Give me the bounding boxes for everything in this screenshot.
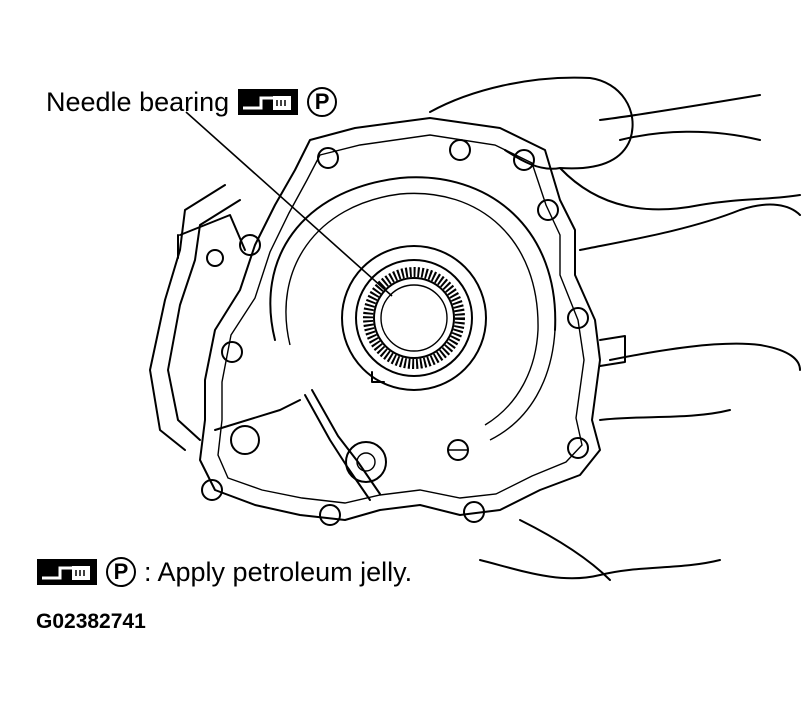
callout-label: Needle bearing [46,86,230,117]
petroleum-jelly-icon: P [307,87,338,117]
bolt-holes [201,139,589,526]
hand-upper-right [429,76,801,211]
left-bracket [149,184,246,451]
case-ribs [269,176,557,441]
hand-lower-right [479,519,721,581]
symbol-legend: P : Apply petroleum jelly. [36,552,412,592]
hand-right [579,203,801,421]
callout-leader-line [185,111,393,297]
case-flange [199,117,601,521]
grease-gun-icon [37,559,97,585]
grease-gun-icon [238,89,299,115]
case-fittings [177,234,626,501]
legend-text: : Apply petroleum jelly. [144,556,413,587]
needle-bearing [341,245,487,391]
petroleum-jelly-icon: P [106,557,136,587]
needle-bearing-callout: Needle bearing P [46,84,338,120]
figure-id: G02382741 [36,610,146,633]
